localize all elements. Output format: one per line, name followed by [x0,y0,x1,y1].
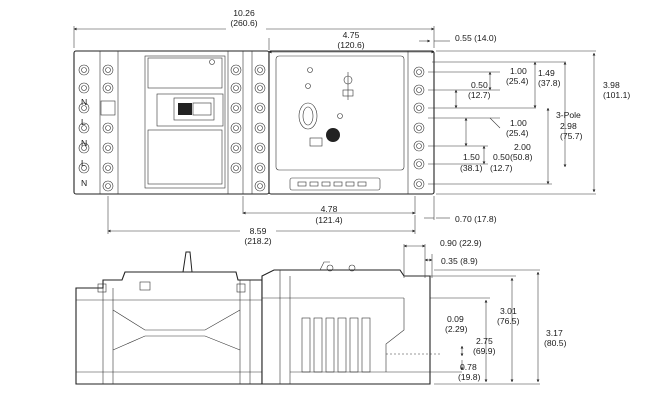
dim-275-mm-label: (69.9) [473,346,496,356]
brand-logo [326,128,340,142]
trip-unit-panel [275,55,405,171]
dim-150-label: 1.50 [463,152,480,162]
dim-149-mm-label: (37.8) [538,78,561,88]
dim-200-mm-label: (50.8) [510,152,533,162]
adjustment-dial [298,102,318,130]
overall-width-label: 10.26 [233,8,255,18]
terminal-label: L [81,158,86,168]
dim-301-label: 3.01 [500,306,517,316]
side-view: 0.90 (22.9) 0.35 (8.9) 3.17 (80.5) 3.01 … [75,238,567,385]
terminal-label: L [81,117,86,127]
top-view: N L N L N [73,8,630,246]
dim-200-label: 2.00 [514,142,531,152]
dim-475-label: 4.75 [343,30,360,40]
terminal-label: N [81,97,87,107]
dim-475-mm-label: (120.6) [337,40,364,50]
breaker-handle-area [144,55,226,189]
overall-width-mm-label: (260.6) [230,18,257,28]
dim-398-mm-label: (101.1) [603,90,630,100]
top-dimensions: 10.26 (260.6) 4.75 (120.6) 0.55 (14.0) 3… [73,8,630,246]
left-terminal-labels: N L N L N [81,97,87,188]
dim-317-label: 3.17 [546,328,563,338]
dim-100a-label: 1.00 [510,66,527,76]
dim-070-label: 0.70 (17.8) [455,214,497,224]
pole-label: 3-Pole [556,110,581,120]
side-left-body [75,271,263,385]
dim-100b-mm-label: (25.4) [506,128,529,138]
dim-009-label: 0.09 [447,314,464,324]
dim-478-mm-label: (121.4) [315,215,342,225]
dim-859-mm-label: (218.2) [244,236,271,246]
side-dimensions: 0.90 (22.9) 0.35 (8.9) 3.17 (80.5) 3.01 … [403,238,567,385]
left-module-outline [73,50,270,195]
dim-317-mm-label: (80.5) [544,338,567,348]
dim-150-mm-label: (38.1) [460,163,483,173]
dim-100b-label: 1.00 [510,118,527,128]
test-slots [297,181,367,187]
dim-078-label: 0.78 [460,362,477,372]
dim-035-label: 0.35 (8.9) [441,256,478,266]
dim-298-mm-label: (75.7) [560,131,583,141]
side-ribs [301,317,371,373]
mid-terminal-screws [230,64,266,192]
dim-100a-mm-label: (25.4) [506,76,529,86]
terminal-label: N [81,178,87,188]
dim-090-label: 0.90 (22.9) [440,238,482,248]
terminal-label: N [81,138,87,148]
dim-009-mm-label: (2.29) [445,324,468,334]
right-module-outline [268,50,435,195]
dim-050a-mm-label: (12.7) [468,90,491,100]
dim-078-mm-label: (19.8) [458,372,481,382]
dim-301-mm-label: (76.5) [497,316,520,326]
dim-298-label: 2.98 [560,121,577,131]
dim-050a-label: 0.50 [471,80,488,90]
right-terminal-screws [413,66,425,190]
dim-149-label: 1.49 [538,68,555,78]
dim-055-label: 0.55 (14.0) [455,33,497,43]
dim-398-label: 3.98 [603,80,620,90]
dim-859-label: 8.59 [250,226,267,236]
dim-050b-mm-label: (12.7) [490,163,513,173]
left-terminal-screws [78,64,116,192]
dim-478-label: 4.78 [321,204,338,214]
dim-050b-label: 0.50 [493,152,510,162]
dim-275-label: 2.75 [476,336,493,346]
